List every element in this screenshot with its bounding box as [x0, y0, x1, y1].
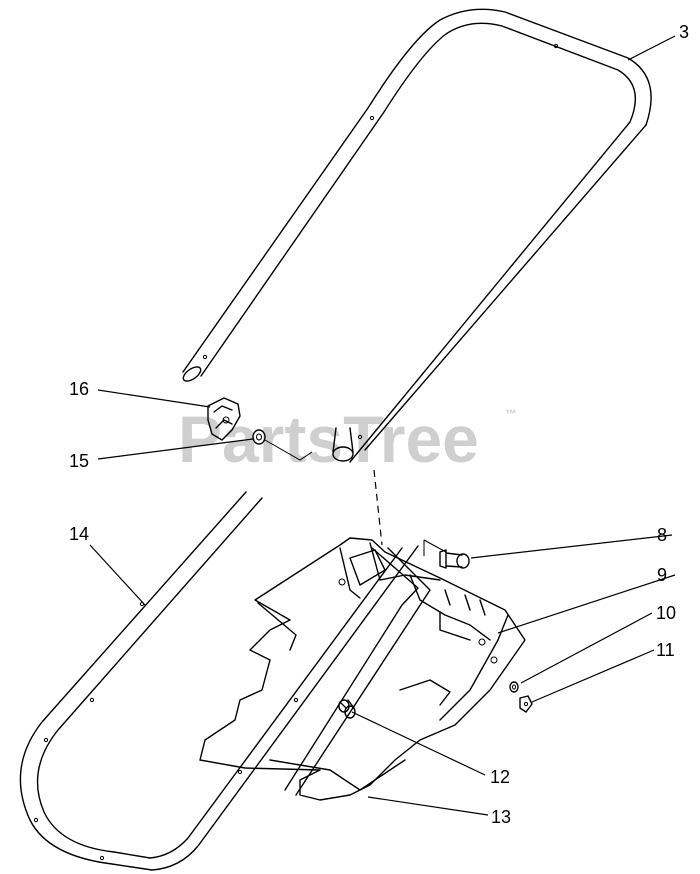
callout-15: 15 [69, 451, 89, 471]
upper-handle-part [182, 8, 652, 463]
leader-lines [89, 35, 676, 816]
leader-14 [89, 544, 146, 606]
callout-9: 9 [657, 565, 667, 585]
spacer-part [338, 699, 356, 719]
deck-frame-part [199, 537, 526, 801]
leader-8 [470, 534, 673, 559]
leader-13 [367, 796, 489, 816]
callout-10: 10 [656, 603, 676, 623]
callout-13: 13 [491, 807, 511, 827]
callout-12: 12 [490, 767, 510, 787]
leader-9 [497, 574, 676, 634]
leader-3 [627, 35, 676, 61]
callout-8: 8 [657, 525, 667, 545]
leader-12 [351, 711, 486, 776]
callout-3: 3 [679, 22, 689, 42]
leader-10 [520, 612, 653, 684]
nut-part [519, 695, 533, 713]
washer-part [252, 429, 266, 445]
callout-14: 14 [69, 524, 89, 544]
callout-labels: 3 8 9 10 11 12 13 14 15 16 [69, 22, 689, 827]
leader-11 [531, 649, 655, 703]
callout-11: 11 [656, 640, 675, 660]
small-washer-part [509, 681, 519, 693]
pin-part [423, 539, 470, 569]
knob-part [207, 397, 241, 441]
leader-16 [97, 389, 211, 408]
watermark: PartsTree ™ [178, 402, 517, 476]
watermark-text: PartsTree [178, 402, 479, 476]
lower-handle-part [19, 491, 419, 871]
watermark-trademark: ™ [505, 407, 517, 421]
assembly-lines [264, 439, 383, 546]
callout-16: 16 [69, 379, 89, 399]
leader-15 [97, 438, 254, 460]
